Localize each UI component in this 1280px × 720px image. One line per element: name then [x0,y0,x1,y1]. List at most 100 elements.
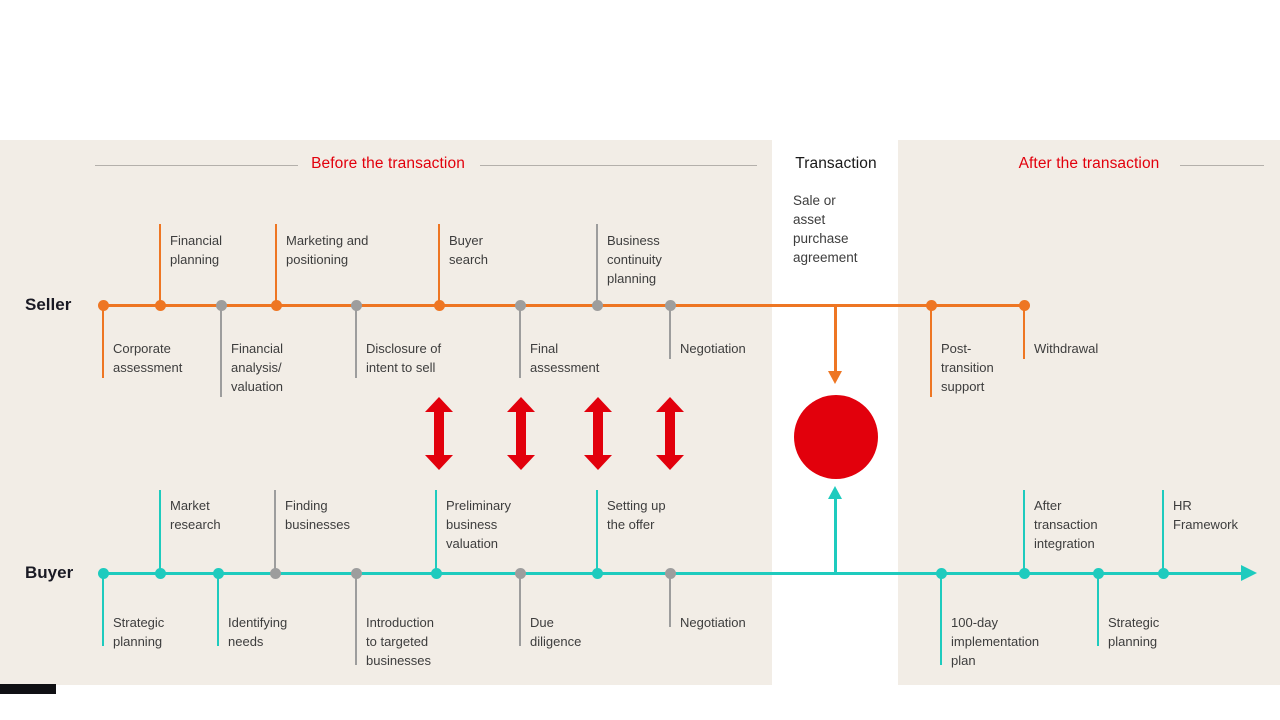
seller-milestone-dot [270,300,282,311]
buyer-timeline-arrowhead-icon [1241,565,1257,581]
buyer-milestone-label: Strategic planning [1108,615,1160,649]
buyer-milestone-label: Market research [170,498,221,532]
interaction-double-arrow [507,397,535,470]
transaction-up-arrow [834,499,837,573]
seller-milestone-tick [438,223,440,306]
buyer-milestone-label: Strategic planning [113,615,165,649]
buyer-milestone-dot [350,568,362,579]
seller-milestone-tick [102,305,104,378]
transaction-circle [794,395,878,479]
double-arrow-shaft [516,410,526,457]
seller-milestone-tick [275,223,277,306]
seller-milestone-label: Negotiation [680,341,746,356]
phase-before-label: Before the transaction [311,155,465,172]
seller-milestone-tick [669,305,671,359]
phase-after-label: After the transaction [1018,155,1160,172]
seller-row-label: Seller [25,295,72,314]
buyer-milestone-dot [514,568,526,579]
buyer-milestone-dot [664,568,676,579]
buyer-milestone-label: HR Framework [1173,498,1239,532]
seller-milestone-label: Business continuity planning [607,233,662,286]
buyer-row-label: Buyer [25,563,74,582]
double-arrow-up-head-icon [507,397,535,412]
buyer-milestone-label: Finding businesses [285,498,351,532]
seller-milestone-tick [1023,305,1025,359]
seller-milestone-label: Financial planning [170,233,223,267]
seller-milestone-tick [220,305,222,397]
seller-milestone-tick [159,223,161,306]
seller-milestone-label: Financial analysis/ valuation [231,341,284,394]
buyer-milestone-label: Introduction to targeted businesses [366,615,434,668]
transaction-down-arrowhead-icon [828,371,842,384]
buyer-milestone-label: Identifying needs [228,615,288,649]
buyer-milestone-dot [97,568,109,579]
seller-milestone-dot [664,300,676,311]
double-arrow-down-head-icon [507,455,535,470]
buyer-milestone-tick [1023,489,1025,574]
seller-milestone-label: Disclosure of intent to sell [366,341,442,375]
buyer-milestone-tick [669,573,671,627]
transaction-note: Sale or asset purchase agreement [793,193,858,265]
buyer-milestone-tick [159,489,161,574]
buyer-milestone-tick [102,573,104,646]
seller-milestone-tick [355,305,357,378]
buyer-milestone-tick [1097,573,1099,646]
buyer-milestone-tick [519,573,521,646]
double-arrow-shaft [593,410,603,457]
buyer-milestone-label: 100-day implementation plan [951,615,1040,668]
buyer-milestone-dot [591,568,603,579]
seller-milestone-tick [930,305,932,397]
divider-line-before-right [480,165,757,166]
double-arrow-down-head-icon [584,455,612,470]
buyer-milestone-dot [212,568,224,579]
seller-milestone-dot [1018,300,1030,311]
buyer-milestone-tick [355,573,357,665]
seller-milestone-dot [925,300,937,311]
buyer-milestone-label: Negotiation [680,615,746,630]
divider-line-after-right [1180,165,1264,166]
buyer-milestone-dot [430,568,442,579]
seller-milestone-label: Marketing and positioning [286,233,369,267]
interaction-double-arrow [656,397,684,470]
double-arrow-up-head-icon [584,397,612,412]
seller-milestone-tick [596,223,598,306]
transaction-up-arrowhead-icon [828,486,842,499]
seller-milestone-dot [433,300,445,311]
buyer-milestone-label: Preliminary business valuation [446,498,512,551]
seller-milestone-label: Withdrawal [1034,341,1099,356]
seller-milestone-label: Corporate assessment [113,341,183,375]
double-arrow-shaft [665,410,675,457]
seller-milestone-dot [154,300,166,311]
double-arrow-up-head-icon [425,397,453,412]
buyer-milestone-dot [154,568,166,579]
double-arrow-down-head-icon [656,455,684,470]
seller-milestone-dot [215,300,227,311]
seller-milestone-dot [350,300,362,311]
buyer-milestone-label: Due diligence [530,615,582,649]
seller-milestone-tick [519,305,521,378]
buyer-milestone-tick [274,489,276,574]
seller-milestone-label: Buyer search [449,233,489,267]
buyer-milestone-dot [1092,568,1104,579]
double-arrow-up-head-icon [656,397,684,412]
buyer-milestone-dot [935,568,947,579]
seller-milestone-label: Final assessment [530,341,600,375]
transaction-down-arrow [834,306,837,372]
seller-milestone-label: Post- transition support [941,341,994,394]
buyer-milestone-tick [940,573,942,665]
buyer-milestone-tick [596,489,598,574]
buyer-milestone-dot [1018,568,1030,579]
seller-milestone-dot [591,300,603,311]
buyer-milestone-dot [1157,568,1169,579]
logo-fragment [0,684,56,694]
phase-transaction-label: Transaction [795,155,877,172]
double-arrow-shaft [434,410,444,457]
seller-milestone-dot [514,300,526,311]
buyer-milestone-tick [1162,489,1164,574]
seller-timeline-line [100,304,1025,307]
diagram-background [0,140,1280,685]
interaction-double-arrow [584,397,612,470]
buyer-milestone-tick [217,573,219,646]
divider-line-before-left [95,165,298,166]
